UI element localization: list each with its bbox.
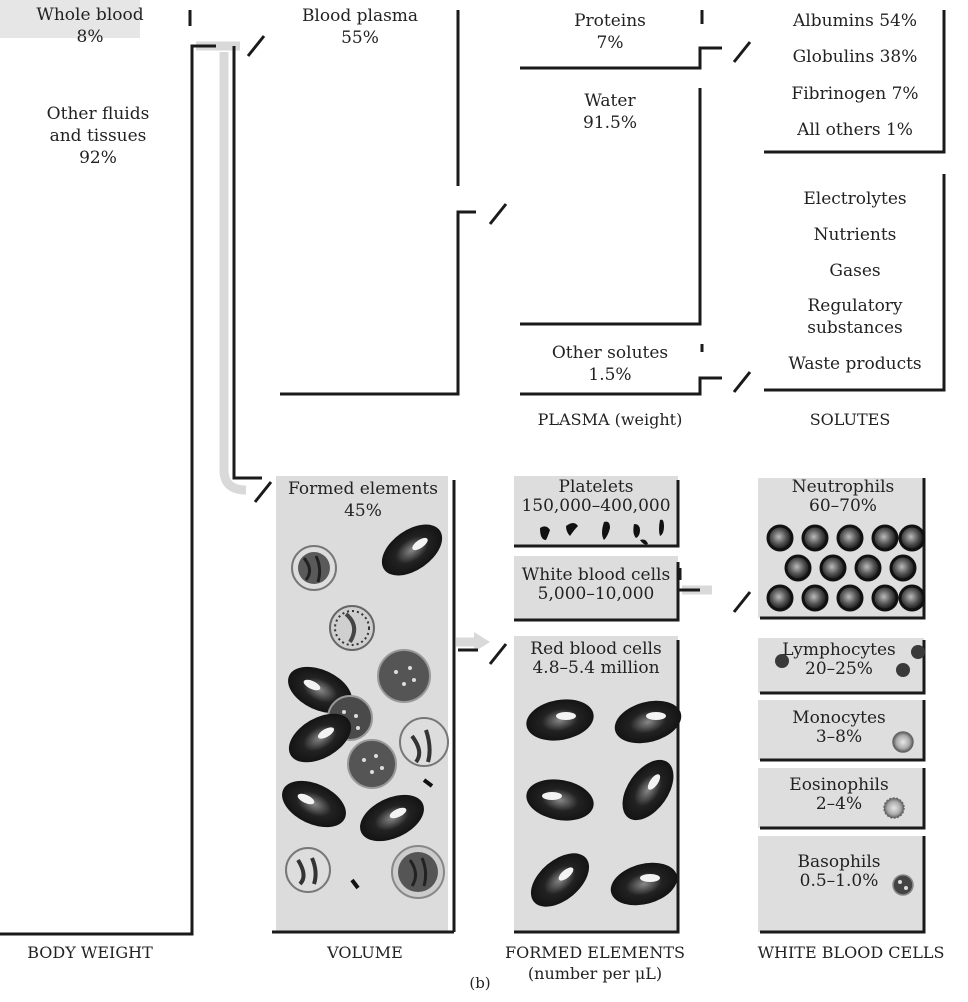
caption-volume: VOLUME <box>275 942 455 963</box>
blood-plasma-label: Blood plasma 55% <box>280 5 440 49</box>
whole-blood-label: Whole blood 8% <box>10 4 170 48</box>
neutrophils-label: Neutrophils 60–70% <box>760 478 926 516</box>
caption-white-blood-cells: WHITE BLOOD CELLS <box>736 942 966 963</box>
neutrophil-icon <box>768 526 792 550</box>
red-blood-cells-label: Red blood cells 4.8–5.4 million <box>510 640 682 678</box>
white-blood-cells-label: White blood cells 5,000–10,000 <box>510 566 682 604</box>
arrow-body-to-volume-icon <box>196 46 246 490</box>
lymphocytes-label: Lymphocytes 20–25% <box>764 641 914 679</box>
slash-wbc <box>734 592 750 612</box>
fibrinogen-label: Fibrinogen 7% <box>770 83 940 105</box>
slash-formed-counts <box>490 644 506 664</box>
neutrophil-grid <box>768 526 924 610</box>
other-fluids-label: Other fluids and tissues 92% <box>18 103 178 169</box>
formed-elements-label: Formed elements 45% <box>278 478 448 522</box>
slash-plasma <box>490 204 506 224</box>
caption-solutes: SOLUTES <box>775 409 925 430</box>
volume-branch <box>234 46 262 478</box>
blood-plasma-bottom <box>280 212 476 394</box>
slash-formed-volume <box>255 482 271 502</box>
regulatory-substances-label: Regulatory substances <box>770 295 940 339</box>
water-label: Water 91.5% <box>540 90 680 134</box>
albumins-label: Albumins 54% <box>770 10 940 32</box>
waste-products-label: Waste products <box>770 353 940 375</box>
platelets-label: Platelets 150,000–400,000 <box>510 478 682 516</box>
basophils-label: Basophils 0.5–1.0% <box>764 853 914 891</box>
slash-other-solutes <box>734 372 750 392</box>
other-solutes-label: Other solutes 1.5% <box>530 342 690 386</box>
proteins-label: Proteins 7% <box>540 10 680 54</box>
caption-formed-elements: FORMED ELEMENTS (number per μL) <box>500 942 690 984</box>
electrolytes-label: Electrolytes <box>770 188 940 210</box>
all-others-label: All others 1% <box>770 119 940 141</box>
neutrophil-cell-icon <box>330 606 374 650</box>
eosinophils-label: Eosinophils 2–4% <box>764 776 914 814</box>
caption-plasma-weight: PLASMA (weight) <box>530 409 690 430</box>
slash-body-weight <box>248 36 264 56</box>
caption-body-weight-bottom: BODY WEIGHT <box>0 942 180 963</box>
nutrients-label: Nutrients <box>770 224 940 246</box>
slash-proteins <box>734 42 750 62</box>
monocytes-label: Monocytes 3–8% <box>764 709 914 747</box>
figure-label: (b) <box>440 973 520 994</box>
globulins-label: Globulins 38% <box>770 46 940 68</box>
gases-label: Gases <box>770 260 940 282</box>
body-weight-bracket <box>0 46 216 934</box>
